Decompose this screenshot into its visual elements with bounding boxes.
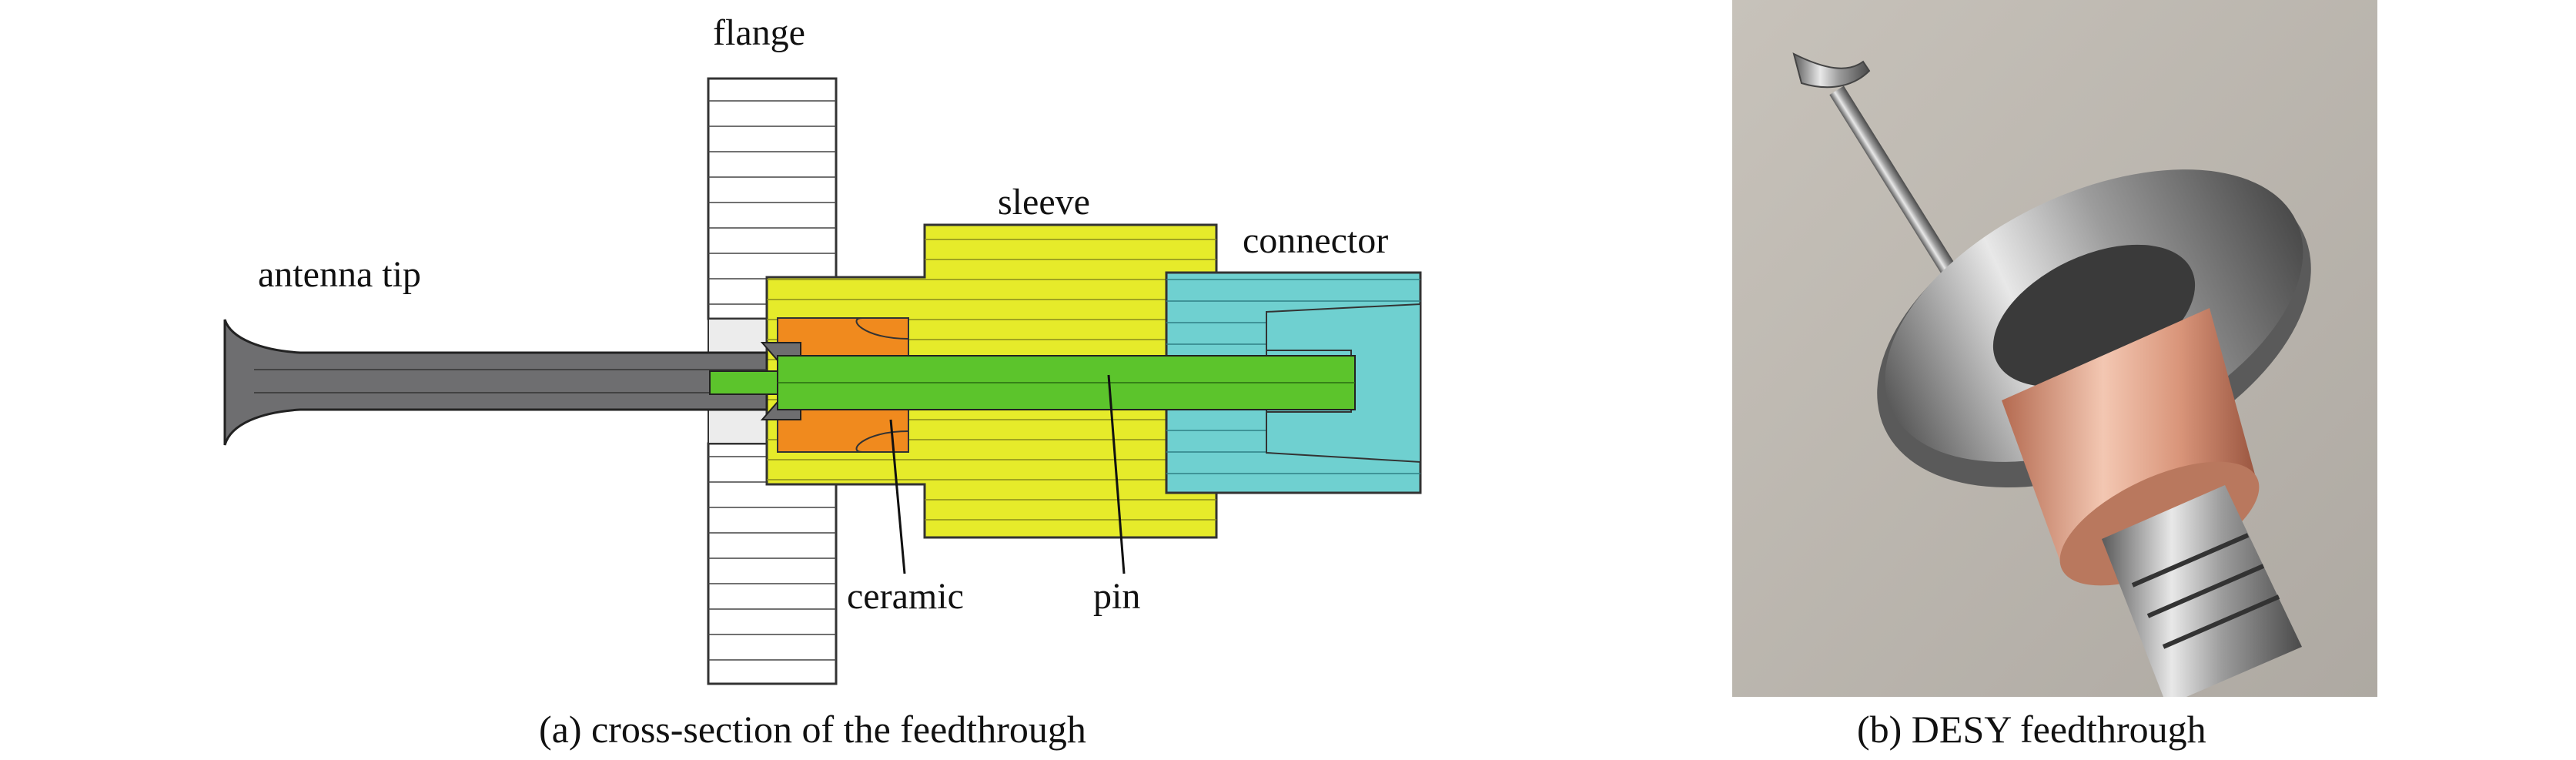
photo-connector (2102, 485, 2302, 697)
feedthrough-photo (1732, 0, 2377, 697)
connector-label: connector (1243, 220, 1388, 261)
pin-leader (1107, 374, 1126, 574)
caption-b: (b) DESY feedthrough (1857, 708, 2206, 751)
caption-a: (a) cross-section of the feedthrough (539, 708, 1086, 751)
flange-label: flange (713, 12, 805, 53)
antenna-tip-label: antenna tip (258, 254, 421, 295)
pin (709, 355, 1356, 410)
pin-label: pin (1093, 576, 1140, 617)
cross-section-diagram: flange sleeve connector antenna tip cera… (223, 12, 1422, 685)
ceramic-label: ceramic (847, 576, 964, 617)
ceramic-leader (889, 419, 906, 574)
sleeve-label: sleeve (998, 182, 1090, 223)
ceramic (777, 317, 909, 453)
